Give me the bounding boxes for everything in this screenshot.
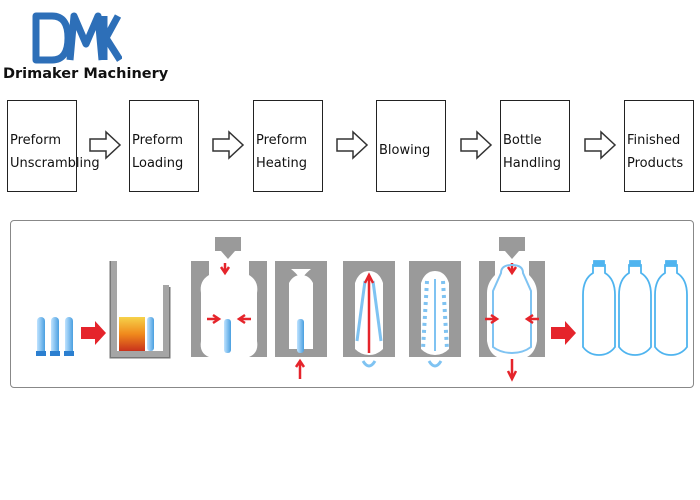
preform-group (36, 317, 74, 356)
loading-hopper (109, 261, 171, 359)
stretch-blow-mold (343, 261, 395, 368)
finished-bottles (582, 260, 688, 356)
flow-arrow-icon-3 (336, 130, 369, 160)
formed-bottle-mold (409, 261, 461, 368)
process-illustration-panel (10, 220, 694, 388)
step-preform-unscrambling: Preform Unscrambling (7, 100, 100, 192)
dmk-logo (32, 12, 122, 64)
step-bottle-handling: Bottle Handling (500, 100, 570, 192)
red-arrow-icon (81, 321, 106, 345)
bottle-release-mold (479, 237, 545, 382)
step-preform-loading: Preform Loading (129, 100, 199, 192)
red-arrow-icon-2 (551, 321, 576, 345)
flow-arrow-icon-2 (212, 130, 245, 160)
flow-arrow-icon-1 (89, 130, 122, 160)
step-preform-heating: Preform Heating (253, 100, 323, 192)
process-illustration (36, 237, 688, 382)
company-name: Drimaker Machinery (3, 66, 169, 82)
flow-arrow-icon-4 (460, 130, 493, 160)
step-finished-products: Finished Products (624, 100, 694, 192)
step-blowing: Blowing (376, 100, 446, 192)
closed-mold (275, 261, 327, 379)
heating-mold (191, 237, 267, 357)
flow-arrow-icon-5 (584, 130, 617, 160)
